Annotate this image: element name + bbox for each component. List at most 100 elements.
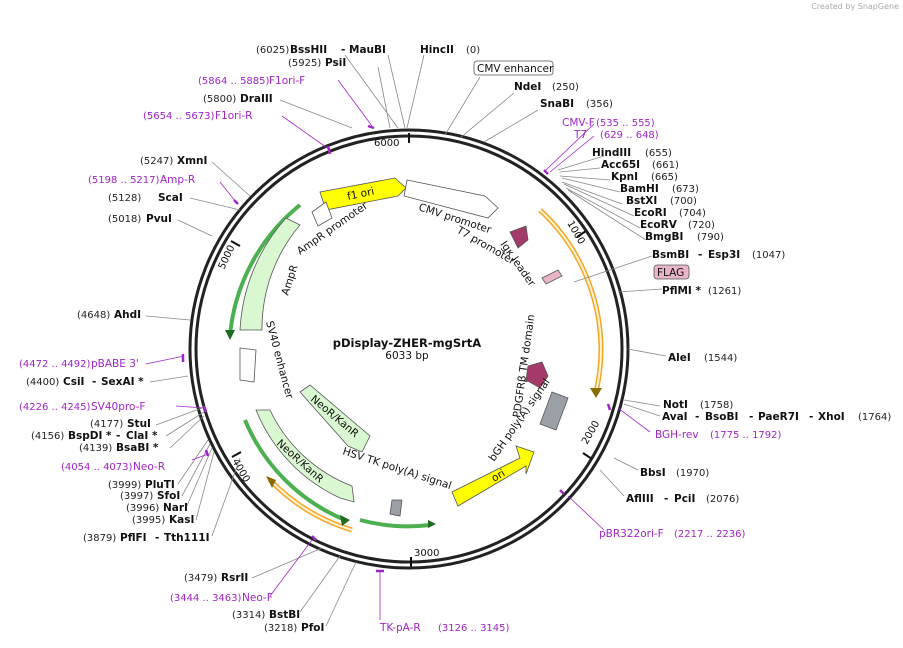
site-name: - <box>116 430 120 442</box>
site-name: MauBI <box>349 44 386 56</box>
site-num: (700) <box>670 196 697 207</box>
site-num: (665) <box>651 172 678 183</box>
site-num: (673) <box>672 184 699 195</box>
label-f1ori: f1 ori <box>346 186 375 203</box>
tick-5000: 5000 <box>217 244 238 272</box>
primer-name: SV40pro-F <box>91 401 145 413</box>
site-name: NotI <box>663 399 688 411</box>
site-name: PflFI <box>120 532 147 544</box>
primer-range: (5864 .. 5885) <box>198 76 270 87</box>
feature-ori <box>451 445 535 507</box>
site-num: (4400) <box>26 377 59 388</box>
primer-range: (629 .. 648) <box>600 130 659 141</box>
feature-flag-small <box>541 269 563 285</box>
arc-green-left <box>228 203 302 336</box>
site-name: PluTI <box>145 479 175 491</box>
site-num: (3996) <box>126 503 159 514</box>
site-name: BsmBI <box>652 249 689 261</box>
site-name: SnaBI <box>540 98 574 110</box>
site-name: StuI <box>127 418 151 430</box>
primer-range: (2217 .. 2236) <box>674 529 746 540</box>
site-name: PfoI <box>301 622 324 634</box>
site-name: BspDI * <box>68 430 112 442</box>
site-num: (3995) <box>132 515 165 526</box>
site-name: - <box>155 532 159 544</box>
site-num: (720) <box>688 220 715 231</box>
site-name: Tth111I <box>164 532 209 544</box>
site-name: BmgBI <box>645 231 683 243</box>
site-num: (3879) <box>83 533 116 544</box>
label-cmv-enhancer: CMV enhancer <box>477 63 554 75</box>
primer-name: T7 <box>573 129 587 141</box>
site-num: (3479) <box>184 573 217 584</box>
primer-name: pBABE 3' <box>91 358 139 370</box>
site-name: PvuI <box>146 213 172 225</box>
tick-marks <box>230 133 593 567</box>
site-name: CsiI <box>63 376 84 388</box>
primer-name: CMV-F <box>562 117 595 129</box>
site-name: PciI <box>674 493 695 505</box>
site-name: - <box>749 411 753 423</box>
site-num: (1764) <box>858 412 891 423</box>
site-name: BsaBI * <box>116 442 159 454</box>
site-name: ScaI <box>158 192 183 204</box>
site-num: (250) <box>552 82 579 93</box>
site-name: BstBI <box>269 609 300 621</box>
site-num: (5800) <box>203 94 236 105</box>
site-num: (2076) <box>706 494 739 505</box>
primer-range: (4226 .. 4245) <box>19 402 91 413</box>
site-name: Esp3I <box>708 249 740 261</box>
site-name: - <box>92 376 96 388</box>
site-num: (3218) <box>264 623 297 634</box>
site-name: EcoRI <box>634 207 667 219</box>
feature-cmv-promoter <box>403 179 499 219</box>
site-name: BamHI <box>620 183 659 195</box>
site-num: (3999) <box>108 480 141 491</box>
feature-hsv-tk-polya <box>389 499 403 517</box>
site-name: KasI <box>169 514 194 526</box>
site-name: AhdI <box>114 309 141 321</box>
feature-bgh-polya <box>539 391 569 431</box>
feature-pdgfr-tm <box>525 361 549 389</box>
site-num: (6025) <box>256 45 289 56</box>
site-name: XhoI <box>818 411 845 423</box>
site-name: SexAI * <box>101 376 144 388</box>
site-num: (3314) <box>232 610 265 621</box>
feature-igk-leader <box>509 225 529 249</box>
primer-name: Neo-F <box>242 592 273 604</box>
site-name: AflIII <box>626 493 654 505</box>
primer-name: pBR322ori-F <box>599 528 664 540</box>
site-num: (0) <box>466 45 480 56</box>
site-num: (1261) <box>708 286 741 297</box>
primer-name: F1ori-R <box>215 110 252 122</box>
site-name: HincII <box>420 44 454 56</box>
site-name: EcoRV <box>640 219 678 231</box>
cmv-enhancer-box <box>473 60 554 76</box>
site-num: (1544) <box>704 353 737 364</box>
tick-3000: 3000 <box>414 548 439 559</box>
site-num: (5018) <box>108 214 141 225</box>
primer-range: (535 .. 555) <box>596 118 655 129</box>
primer-name: F1ori-F <box>269 75 305 87</box>
label-sv40: SV40 enhancer <box>263 320 295 401</box>
site-name: AleI <box>668 352 691 364</box>
primer-range: (5654 .. 5673) <box>143 111 215 122</box>
primer-name: Amp-R <box>160 174 195 186</box>
site-name: PsiI <box>325 57 346 69</box>
tick-6000: 6000 <box>374 138 399 149</box>
feature-ampr-promoter <box>311 201 333 227</box>
primer-marks <box>181 124 612 573</box>
primer-name: Neo-R <box>133 461 165 473</box>
feature-neor-2 <box>255 409 355 503</box>
site-name: - <box>698 249 702 261</box>
feature-ampr <box>239 217 301 331</box>
site-num: (1758) <box>700 400 733 411</box>
site-num: (1047) <box>752 250 785 261</box>
site-num: (4648) <box>77 310 110 321</box>
site-name: BsoBI <box>705 411 738 423</box>
site-name: DraIII <box>240 93 273 105</box>
site-num: (5925) <box>288 58 321 69</box>
primer-range: (4472 .. 4492) <box>19 359 91 370</box>
site-num: (3997) <box>120 491 153 502</box>
site-num: (655) <box>645 148 672 159</box>
